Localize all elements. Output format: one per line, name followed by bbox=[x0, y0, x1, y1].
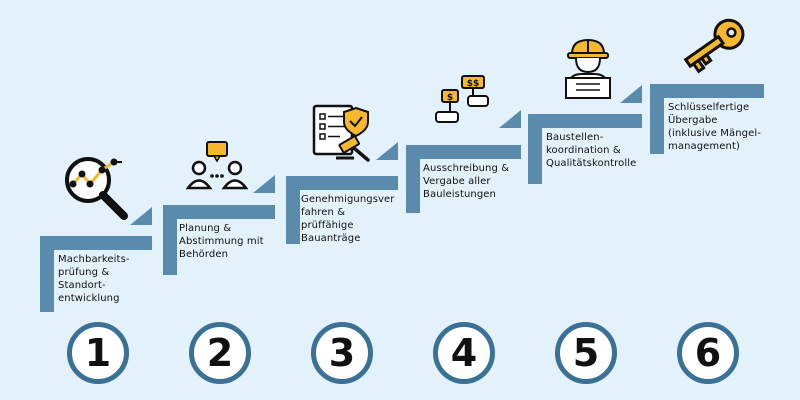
step-5-tread bbox=[528, 114, 642, 128]
step-3-label: Genehmigungsver fahren & prüffähige Baua… bbox=[301, 194, 395, 244]
step-3-bevel bbox=[376, 142, 398, 160]
step-4-tread bbox=[406, 145, 521, 159]
construction-worker-icon bbox=[565, 38, 611, 99]
step-5-riser bbox=[528, 114, 542, 184]
step-3-riser bbox=[286, 176, 300, 244]
step-3-tread bbox=[286, 176, 398, 190]
step-1-label: Machbarkeits- prüfung & Standort- entwic… bbox=[58, 254, 130, 304]
step-6-tread bbox=[650, 84, 764, 98]
step-2-number: 2 bbox=[189, 322, 251, 384]
step-1-tread bbox=[40, 236, 152, 250]
step-2-tread bbox=[163, 205, 275, 219]
svg-text:$: $ bbox=[447, 93, 453, 103]
step-4-bevel bbox=[499, 110, 521, 128]
step-1-riser bbox=[40, 236, 54, 312]
bid-signs-icon: $$ $ bbox=[435, 75, 489, 123]
step-3-number: 3 bbox=[311, 322, 373, 384]
step-1-number: 1 bbox=[67, 322, 129, 384]
magnifier-chart-icon bbox=[65, 157, 128, 220]
step-4-label: Ausschreibung & Vergabe aller Bauleistun… bbox=[423, 163, 510, 200]
step-1-bevel bbox=[130, 207, 152, 225]
step-5-bevel bbox=[620, 85, 642, 103]
step-2-riser bbox=[163, 205, 177, 275]
step-2-label: Planung & Abstimmung mit Behörden bbox=[179, 223, 264, 260]
step-4-riser bbox=[406, 145, 420, 213]
step-2-bevel bbox=[253, 175, 275, 193]
step-5-number: 5 bbox=[555, 322, 617, 384]
step-4-number: 4 bbox=[433, 322, 495, 384]
step-5-label: Baustellen- koordination & Qualitätskont… bbox=[546, 132, 637, 169]
document-gavel-icon bbox=[312, 104, 370, 162]
key-icon bbox=[683, 18, 745, 74]
step-6-riser bbox=[650, 84, 664, 154]
step-6-number: 6 bbox=[677, 322, 739, 384]
people-discussion-icon bbox=[186, 141, 248, 190]
step-6-label: Schlüsselfertige Übergabe (inklusive Män… bbox=[668, 102, 761, 152]
svg-text:$$: $$ bbox=[467, 79, 480, 89]
